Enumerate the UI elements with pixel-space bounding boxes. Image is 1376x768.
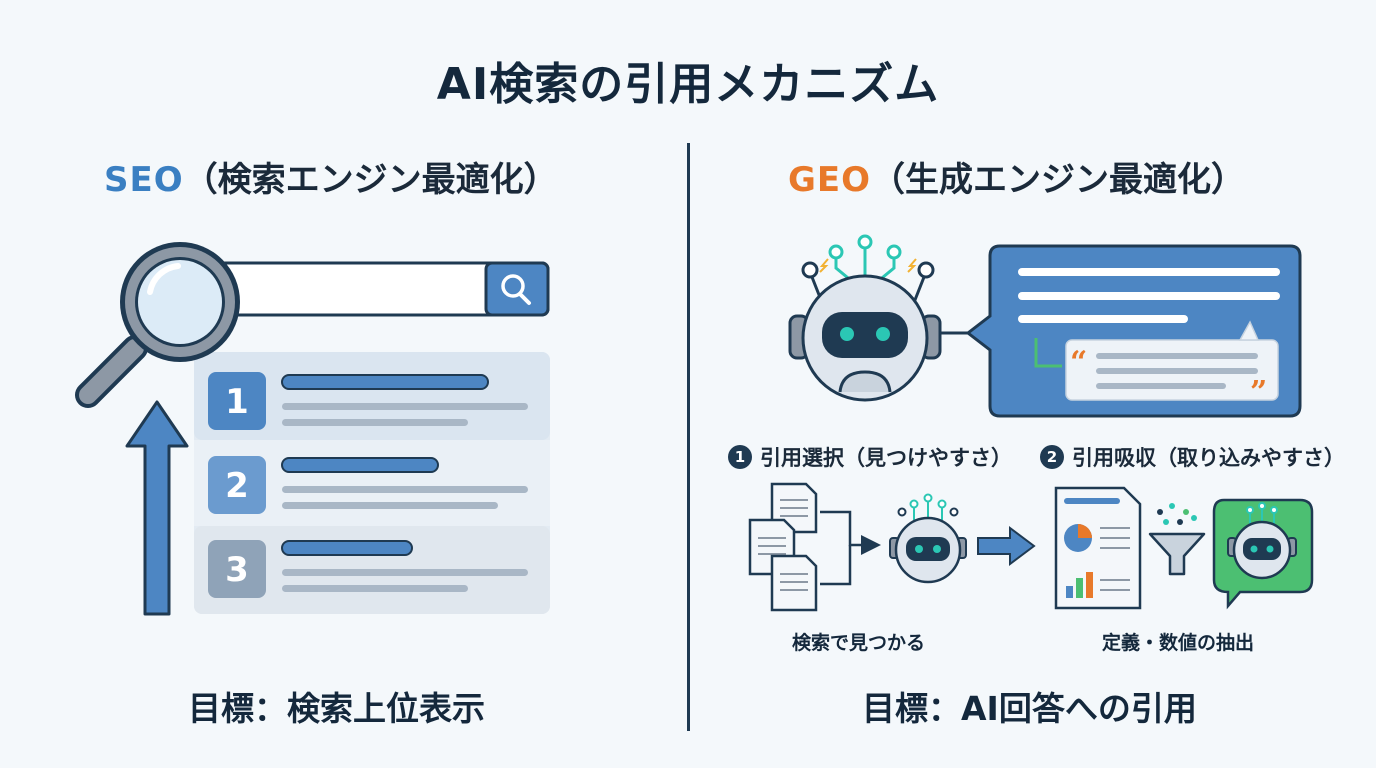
geo-goal: 目標：AI回答への引用: [862, 689, 1197, 728]
geo-section-title: GEO（生成エンジン最適化）: [788, 152, 1245, 201]
seo-subtitle: （検索エンジン最適化）: [183, 160, 558, 200]
search-results-panel: 1 2 3: [194, 352, 550, 614]
speech-bubble-icon: “ ”: [965, 244, 1302, 418]
magnifier-icon: [75, 242, 240, 408]
arrow-right-icon: [977, 526, 1036, 566]
robot-icon-small: [889, 493, 967, 584]
document-icon: [748, 482, 818, 612]
step-1-label: 1 引用選択（見つけやすさ）: [728, 442, 1012, 472]
robot-icon: [788, 234, 942, 402]
result-row-2: 2: [208, 456, 528, 514]
funnel-icon: [1148, 503, 1206, 576]
quote-open-mark: “: [1070, 345, 1087, 380]
step-2-label: 2 引用吸収（取り込みやすさ）: [1040, 442, 1345, 472]
seo-goal: 目標：検索上位表示: [188, 689, 485, 728]
up-arrow-icon: [125, 400, 189, 616]
quote-card: “ ”: [1065, 320, 1279, 410]
rank-number-2: 2: [225, 466, 249, 506]
step-1-text: 引用選択（見つけやすさ）: [760, 446, 1012, 470]
result-row-1: 1: [208, 372, 528, 430]
rank-number-3: 3: [225, 550, 249, 590]
search-bar: [198, 261, 550, 317]
rank-number-1: 1: [225, 382, 249, 422]
step-2-caption: 定義・数値の抽出: [1102, 632, 1255, 654]
seo-acronym: SEO: [104, 160, 184, 200]
step-2-text: 引用吸収（取り込みやすさ）: [1072, 446, 1345, 470]
report-document-icon: [1054, 486, 1142, 610]
step-1-number: 1: [728, 445, 752, 469]
step-1-caption: 検索で見つかる: [792, 632, 926, 654]
geo-subtitle: （生成エンジン最適化）: [871, 160, 1246, 200]
seo-section-title: SEO（検索エンジン最適化）: [104, 152, 558, 201]
section-divider: [687, 143, 690, 731]
page-title: AI検索の引用メカニズム: [436, 59, 940, 110]
robot-chat-bubble-icon: [1212, 498, 1314, 610]
step-2-number: 2: [1040, 445, 1064, 469]
result-row-3: 3: [208, 540, 528, 598]
geo-acronym: GEO: [788, 160, 872, 200]
search-icon: [501, 274, 531, 305]
quote-close-mark: ”: [1250, 375, 1267, 410]
